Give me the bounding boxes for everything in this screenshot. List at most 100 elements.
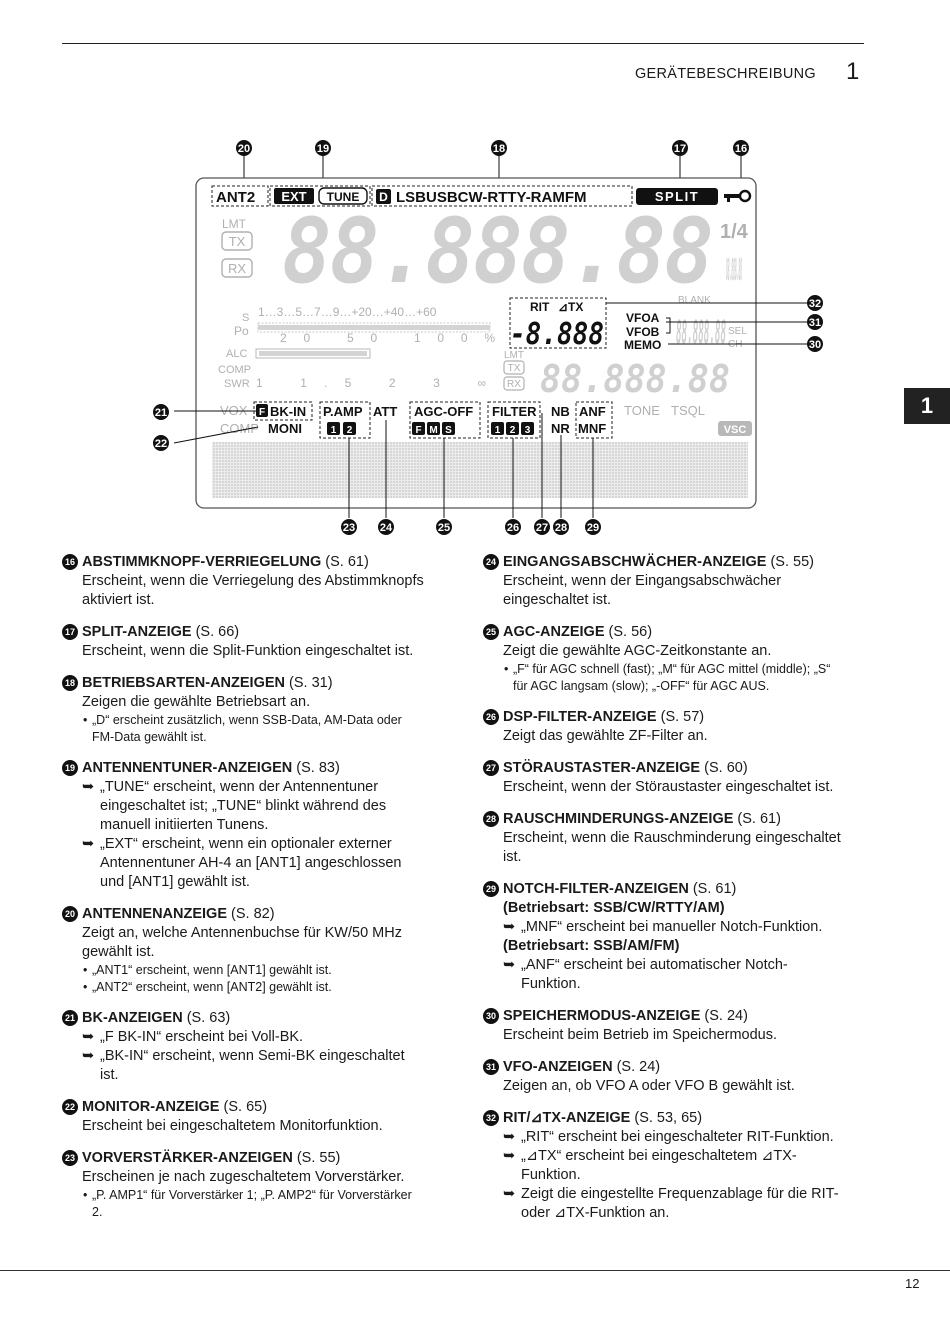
item-number: 20 bbox=[62, 906, 78, 922]
item-number: 30 bbox=[483, 1008, 499, 1024]
ext-indicator: EXT bbox=[281, 189, 306, 204]
arrow-text: „ANF“ erscheint bei automatischer Notch-… bbox=[521, 957, 788, 992]
callout-17: 17 bbox=[672, 140, 688, 156]
svg-text:23: 23 bbox=[343, 522, 355, 534]
att-indicator: ATT bbox=[373, 404, 397, 419]
tune-indicator: TUNE bbox=[327, 190, 360, 204]
page-ref[interactable]: (S. 65) bbox=[219, 1099, 268, 1115]
page-ref[interactable]: (S. 63) bbox=[182, 1010, 231, 1026]
svg-text:16: 16 bbox=[735, 143, 747, 155]
callout-20: 20 bbox=[236, 140, 252, 156]
item-number: 24 bbox=[483, 554, 499, 570]
svg-text:24: 24 bbox=[380, 522, 393, 534]
comp-meter-label: COMP bbox=[218, 364, 251, 376]
chapter-number: 1 bbox=[846, 58, 860, 85]
arrow-icon: ➥ bbox=[503, 957, 516, 973]
item-title: SPLIT-ANZEIGE bbox=[82, 624, 192, 640]
svg-text:17: 17 bbox=[674, 143, 686, 155]
page-ref[interactable]: (S. 55) bbox=[766, 554, 814, 570]
item-title: MONITOR-ANZEIGE bbox=[82, 1099, 220, 1115]
split-indicator: SPLIT bbox=[655, 189, 699, 204]
callout-30: 30 bbox=[807, 336, 823, 352]
svg-text:28: 28 bbox=[555, 522, 567, 534]
filter-indicator: FILTER bbox=[492, 404, 537, 419]
item-number: 18 bbox=[62, 675, 78, 691]
memory-channel-digits: 88.888.88 bbox=[676, 313, 726, 351]
item-title: BK-ANZEIGEN bbox=[82, 1010, 183, 1026]
sub-digit: 88.888.88 bbox=[726, 253, 742, 288]
page-ref[interactable]: (S. 61) bbox=[688, 881, 737, 897]
arrow-icon: ➥ bbox=[82, 1029, 95, 1045]
page-ref[interactable]: (S. 31) bbox=[285, 675, 333, 691]
arrow-text: „BK-IN“ erscheint, wenn Semi-BK eingesch… bbox=[100, 1048, 405, 1083]
arrow-icon: ➥ bbox=[503, 1186, 516, 1202]
page-ref[interactable]: (S. 53, 65) bbox=[630, 1110, 703, 1126]
svg-text:18: 18 bbox=[493, 143, 505, 155]
vfoa-indicator: VFOA bbox=[626, 311, 660, 325]
item-title: BETRIEBSARTEN-ANZEIGEN bbox=[82, 675, 286, 691]
section-title: GERÄTEBESCHREIBUNG bbox=[634, 66, 816, 82]
s-scale: 1…3…5…7…9…+20…+40…+60 bbox=[258, 305, 437, 319]
item-title: VORVERSTÄRKER-ANZEIGEN bbox=[82, 1150, 293, 1166]
page-ref[interactable]: (S. 61) bbox=[321, 554, 369, 570]
callout-28: 28 bbox=[553, 519, 569, 535]
arrow-icon: ➥ bbox=[503, 1148, 516, 1164]
page-ref[interactable]: (S. 24) bbox=[700, 1008, 748, 1024]
page-ref[interactable]: (S. 60) bbox=[700, 760, 748, 776]
svg-text:31: 31 bbox=[809, 317, 821, 329]
callout-19: 19 bbox=[315, 140, 331, 156]
bullet-text: „ANT1“ erscheint, wenn [ANT1] gewählt is… bbox=[92, 963, 332, 977]
callout-23: 23 bbox=[341, 519, 357, 535]
page-ref[interactable]: (S. 61) bbox=[733, 811, 781, 827]
arrow-text: „TUNE“ erscheint, wenn der Antennentuner… bbox=[100, 779, 387, 833]
arrow-text: Zeigt die eingestellte Frequenzablage fü… bbox=[521, 1186, 839, 1221]
sub-lmt-label: LMT bbox=[504, 350, 524, 361]
arrow-icon: ➥ bbox=[82, 779, 95, 795]
item-number: 21 bbox=[62, 1010, 78, 1026]
item-number: 29 bbox=[483, 881, 499, 897]
arrow-icon: ➥ bbox=[82, 1048, 95, 1064]
page-ref[interactable]: (S. 57) bbox=[656, 709, 705, 725]
item-number: 31 bbox=[483, 1059, 499, 1075]
item-title: AGC-ANZEIGE bbox=[503, 624, 605, 640]
svg-text:20: 20 bbox=[238, 143, 250, 155]
page-ref[interactable]: (S. 66) bbox=[191, 624, 240, 640]
full-bk-indicator: F bbox=[259, 407, 265, 418]
svg-text:29: 29 bbox=[587, 522, 599, 534]
page-ref[interactable]: (S. 83) bbox=[292, 760, 340, 776]
agc-indicator: AGC-OFF bbox=[414, 404, 473, 419]
agc-slow-indicator: S bbox=[445, 425, 452, 436]
page-ref[interactable]: (S. 24) bbox=[612, 1059, 661, 1075]
lock-icon bbox=[724, 189, 752, 203]
callout-27: 27 bbox=[534, 519, 550, 535]
nb-indicator: NB bbox=[551, 404, 570, 419]
item-text: Erscheint, wenn der Störaustaster einges… bbox=[503, 779, 834, 795]
bkin-indicator: BK-IN bbox=[270, 404, 306, 419]
item-number: 26 bbox=[483, 709, 499, 725]
page-ref[interactable]: (S. 55) bbox=[292, 1150, 341, 1166]
item-text: Zeigt die gewählte AGC-Zeitkonstante an. bbox=[503, 643, 772, 659]
item-number: 28 bbox=[483, 811, 499, 827]
callout-16: 16 bbox=[733, 140, 749, 156]
item-text: Erscheint, wenn die Verriegelung des Abs… bbox=[82, 573, 424, 608]
page-ref[interactable]: (S. 56) bbox=[604, 624, 653, 640]
bullet-text: „D“ erscheint zusätzlich, wenn SSB-Data,… bbox=[92, 713, 402, 744]
chapter-tab[interactable]: 1 bbox=[904, 388, 950, 424]
vfob-indicator: VFOB bbox=[626, 325, 660, 339]
item-number: 25 bbox=[483, 624, 499, 640]
item-title: ABSTIMMKNOPF-VERRIEGELUNG bbox=[82, 554, 322, 570]
ant-indicator: ANT2 bbox=[216, 189, 255, 206]
callout-18: 18 bbox=[491, 140, 507, 156]
svg-text:32: 32 bbox=[809, 298, 821, 310]
dtx-label: ⊿TX bbox=[558, 300, 583, 314]
page-ref[interactable]: (S. 82) bbox=[227, 906, 275, 922]
item-title: NOTCH-FILTER-ANZEIGEN bbox=[503, 881, 689, 897]
